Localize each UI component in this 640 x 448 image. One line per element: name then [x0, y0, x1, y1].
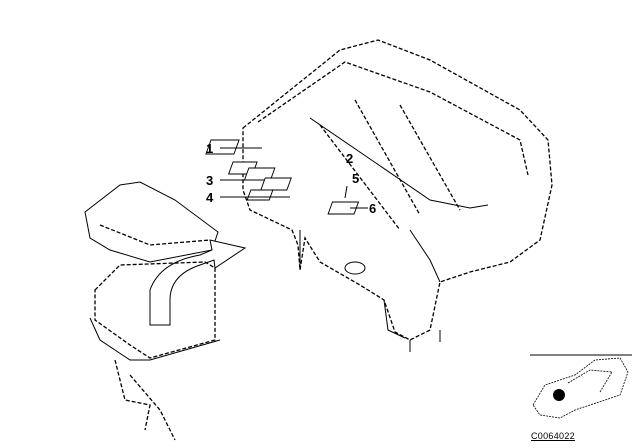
- fuses: [205, 139, 360, 215]
- callout-lines: [220, 147, 368, 209]
- callout-3: 3: [206, 173, 214, 188]
- callout-5: 5: [352, 171, 360, 186]
- callout-1: 1: [206, 141, 214, 156]
- callout-4: 4: [206, 190, 214, 205]
- mounting-bracket: [89, 261, 221, 441]
- install-arrow: [149, 239, 247, 326]
- location-marker: [553, 389, 565, 401]
- callout-6: 6: [369, 201, 377, 216]
- fuse-box-housing: [242, 39, 553, 352]
- callout-2: 2: [346, 151, 354, 166]
- vehicle-locator-thumbnail: [530, 354, 632, 419]
- fuse-box-cover: [84, 181, 219, 263]
- diagram-code: C0064022: [531, 431, 575, 441]
